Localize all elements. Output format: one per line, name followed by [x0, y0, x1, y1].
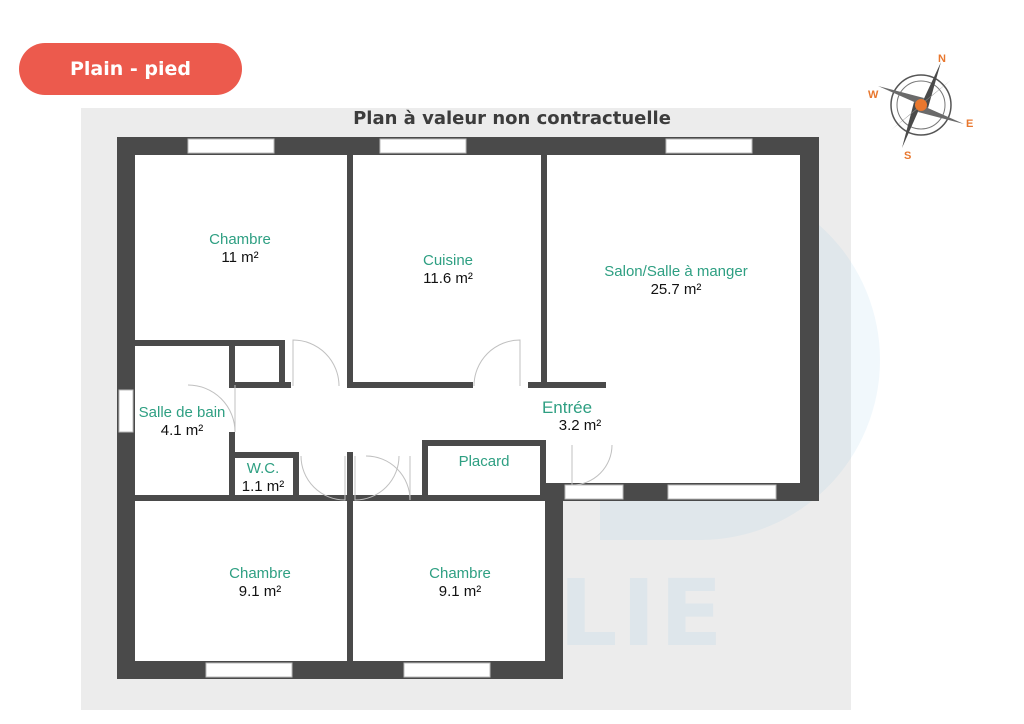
room-cuisine: Cuisine 11.6 m²: [423, 252, 473, 288]
windows: [118, 138, 777, 678]
room-area: 11 m²: [221, 249, 259, 266]
room-chambre-1: Chambre 11 m²: [209, 231, 271, 267]
room-area: 1.1 m²: [241, 478, 285, 495]
room-area: 9.1 m²: [438, 583, 482, 600]
compass-rose-icon: N E S W: [868, 53, 973, 162]
room-salle-de-bain: Salle de bain 4.1 m²: [139, 404, 226, 440]
compass-north-label: N: [938, 53, 946, 65]
compass-east-label: E: [966, 118, 973, 130]
room-entree: Entrée 3.2 m²: [533, 398, 602, 435]
room-placard: Placard: [459, 453, 510, 471]
room-area: 3.2 m²: [558, 417, 602, 434]
compass-south-label: S: [904, 150, 911, 162]
room-chambre-3: Chambre 9.1 m²: [429, 565, 491, 601]
room-wc: W.C. 1.1 m²: [242, 460, 285, 496]
room-name: Entrée: [541, 398, 593, 417]
room-name: Chambre: [229, 565, 291, 582]
plan-title: Plan à valeur non contractuelle: [353, 108, 671, 129]
room-chambre-2: Chambre 9.1 m²: [229, 565, 291, 601]
room-name: Placard: [458, 453, 510, 470]
room-name: Chambre: [429, 565, 491, 582]
room-area: 9.1 m²: [238, 583, 282, 600]
interior-walls: [135, 155, 665, 661]
room-name: Salle de bain: [138, 404, 226, 421]
room-floors: [135, 155, 800, 663]
doors: [187, 339, 613, 501]
room-area: 4.1 m²: [160, 422, 204, 439]
room-name: Chambre: [209, 231, 271, 248]
compass-west-label: W: [868, 89, 879, 101]
room-name: W.C.: [246, 460, 280, 477]
floor-level-badge[interactable]: Plain - pied: [19, 43, 242, 95]
room-area: 11.6 m²: [423, 270, 473, 287]
room-salon: Salon/Salle à manger 25.7 m²: [604, 263, 747, 299]
room-name: Cuisine: [422, 252, 474, 269]
room-area: 25.7 m²: [650, 281, 702, 298]
room-name: Salon/Salle à manger: [604, 263, 748, 280]
